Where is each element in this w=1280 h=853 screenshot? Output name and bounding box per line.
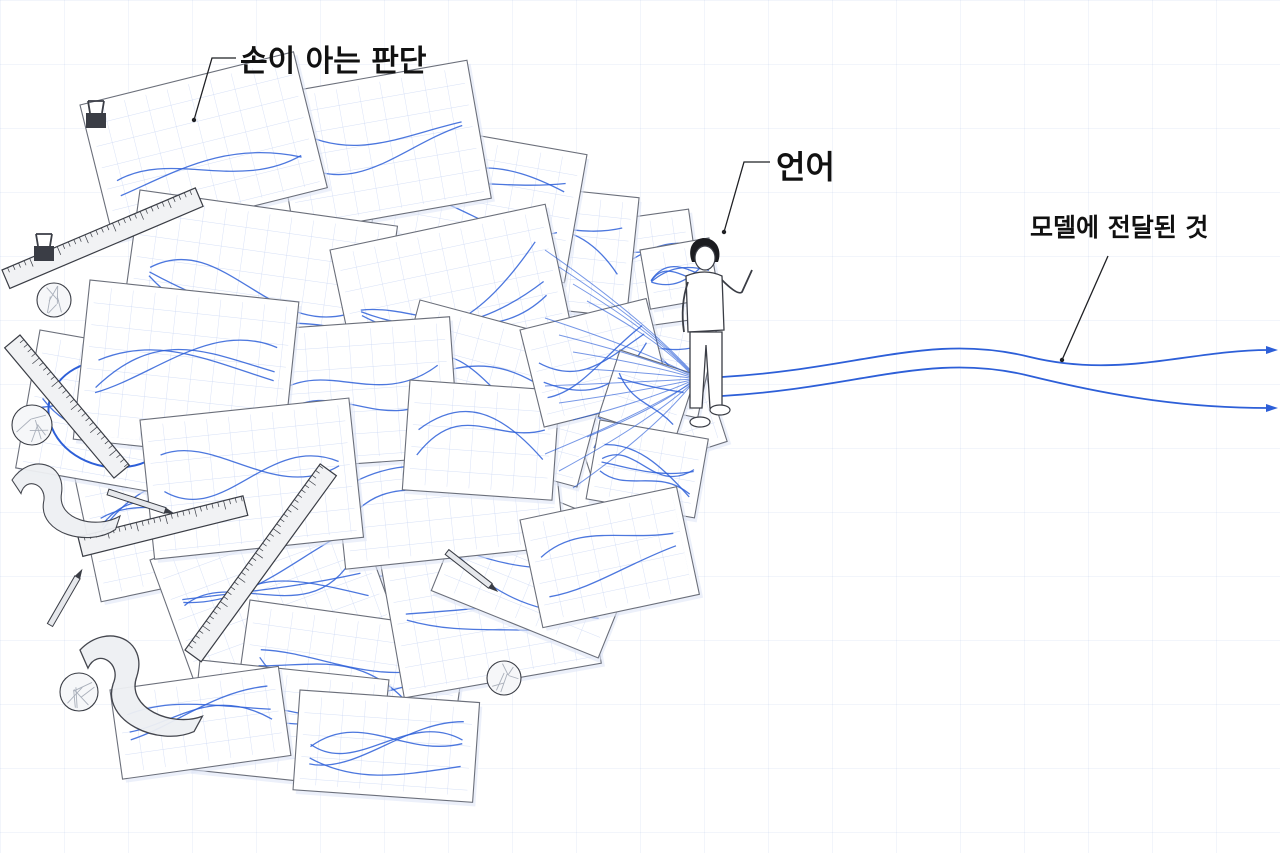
sketch-curve <box>184 555 355 607</box>
sketch-curve <box>604 444 690 498</box>
sketch-curve <box>120 151 302 197</box>
drafting-tools <box>1 100 522 737</box>
ruler-icon <box>3 334 131 479</box>
sketch-curve <box>98 349 274 382</box>
sketch-curve <box>601 461 694 475</box>
fan-line <box>572 381 691 421</box>
fan-line <box>558 266 691 372</box>
paper-sheet <box>109 665 295 783</box>
paper-sheet <box>519 486 704 631</box>
fan-line <box>558 384 691 472</box>
arm-down <box>681 281 689 333</box>
leader-dot <box>1059 357 1065 363</box>
output-line <box>721 366 1269 409</box>
french-curve-icon <box>79 635 204 737</box>
sketch-curve <box>538 333 645 373</box>
ruler-icon <box>77 495 249 558</box>
fan-line <box>572 351 691 378</box>
output-line <box>721 347 1269 378</box>
label-leaders <box>191 57 1109 363</box>
leader-line <box>193 57 236 121</box>
arrow-head-icon <box>1266 404 1278 412</box>
head <box>694 245 716 271</box>
fan-line <box>586 300 691 374</box>
pen-icon <box>106 488 175 515</box>
fan-line <box>544 249 691 370</box>
fan-line <box>558 379 691 404</box>
binder-clip-icon <box>86 100 106 128</box>
leader-dot <box>191 117 197 123</box>
paper-sheet <box>292 689 483 807</box>
leader-line <box>1061 255 1109 361</box>
shirt <box>685 271 725 333</box>
pen-icon <box>46 568 83 628</box>
paper-sheet <box>401 379 563 505</box>
sketch-curve <box>418 410 544 460</box>
sketch-curve <box>540 532 674 558</box>
fan-line <box>544 378 691 387</box>
shoe <box>689 416 711 428</box>
sketch-curve <box>309 721 464 766</box>
binder-clip-icon <box>34 233 54 261</box>
label-tacit-knowledge: 손이 아는 판단 <box>240 44 427 79</box>
crumpled-paper-icon <box>36 282 72 318</box>
arrow-head-icon <box>1266 346 1278 354</box>
paper-pile <box>15 51 732 807</box>
fan-lines <box>544 249 691 489</box>
shoe <box>709 404 731 416</box>
fan-line <box>586 368 691 379</box>
fan-line <box>572 386 691 489</box>
paper-sheet <box>597 349 698 447</box>
sketch-curve <box>279 364 439 392</box>
trousers <box>689 331 723 409</box>
ruler-icon <box>184 463 338 663</box>
sketch-curve <box>310 731 463 755</box>
fan-line <box>544 317 691 375</box>
fan-line <box>572 283 691 373</box>
sketch-curve <box>309 757 461 776</box>
crumpled-paper-icon <box>11 404 53 446</box>
sketch-curve <box>416 424 546 456</box>
arm-raised <box>721 269 753 294</box>
sketch-curve <box>601 454 695 478</box>
sketch-curve <box>149 259 366 318</box>
leader-dot <box>721 229 727 235</box>
sketch-curve <box>164 455 339 500</box>
person-icon <box>681 238 753 428</box>
crumpled-paper-icon <box>59 672 99 712</box>
pen-icon <box>444 548 499 593</box>
leader-line <box>723 161 770 233</box>
output-lines <box>721 346 1278 412</box>
sketch-curve <box>599 470 691 495</box>
label-delivered-to-model: 모델에 전달된 것 <box>1030 213 1209 242</box>
sketch-curve <box>116 154 302 182</box>
sketch-curve <box>310 731 463 748</box>
french-curve-icon <box>11 463 121 539</box>
fan-line <box>544 383 691 455</box>
sketch-curve <box>95 348 275 389</box>
sketch-curve <box>549 545 677 598</box>
fan-line <box>558 334 691 377</box>
label-language: 언어 <box>776 148 835 186</box>
sketch-curve <box>618 372 674 426</box>
crumpled-paper-icon <box>486 660 522 696</box>
